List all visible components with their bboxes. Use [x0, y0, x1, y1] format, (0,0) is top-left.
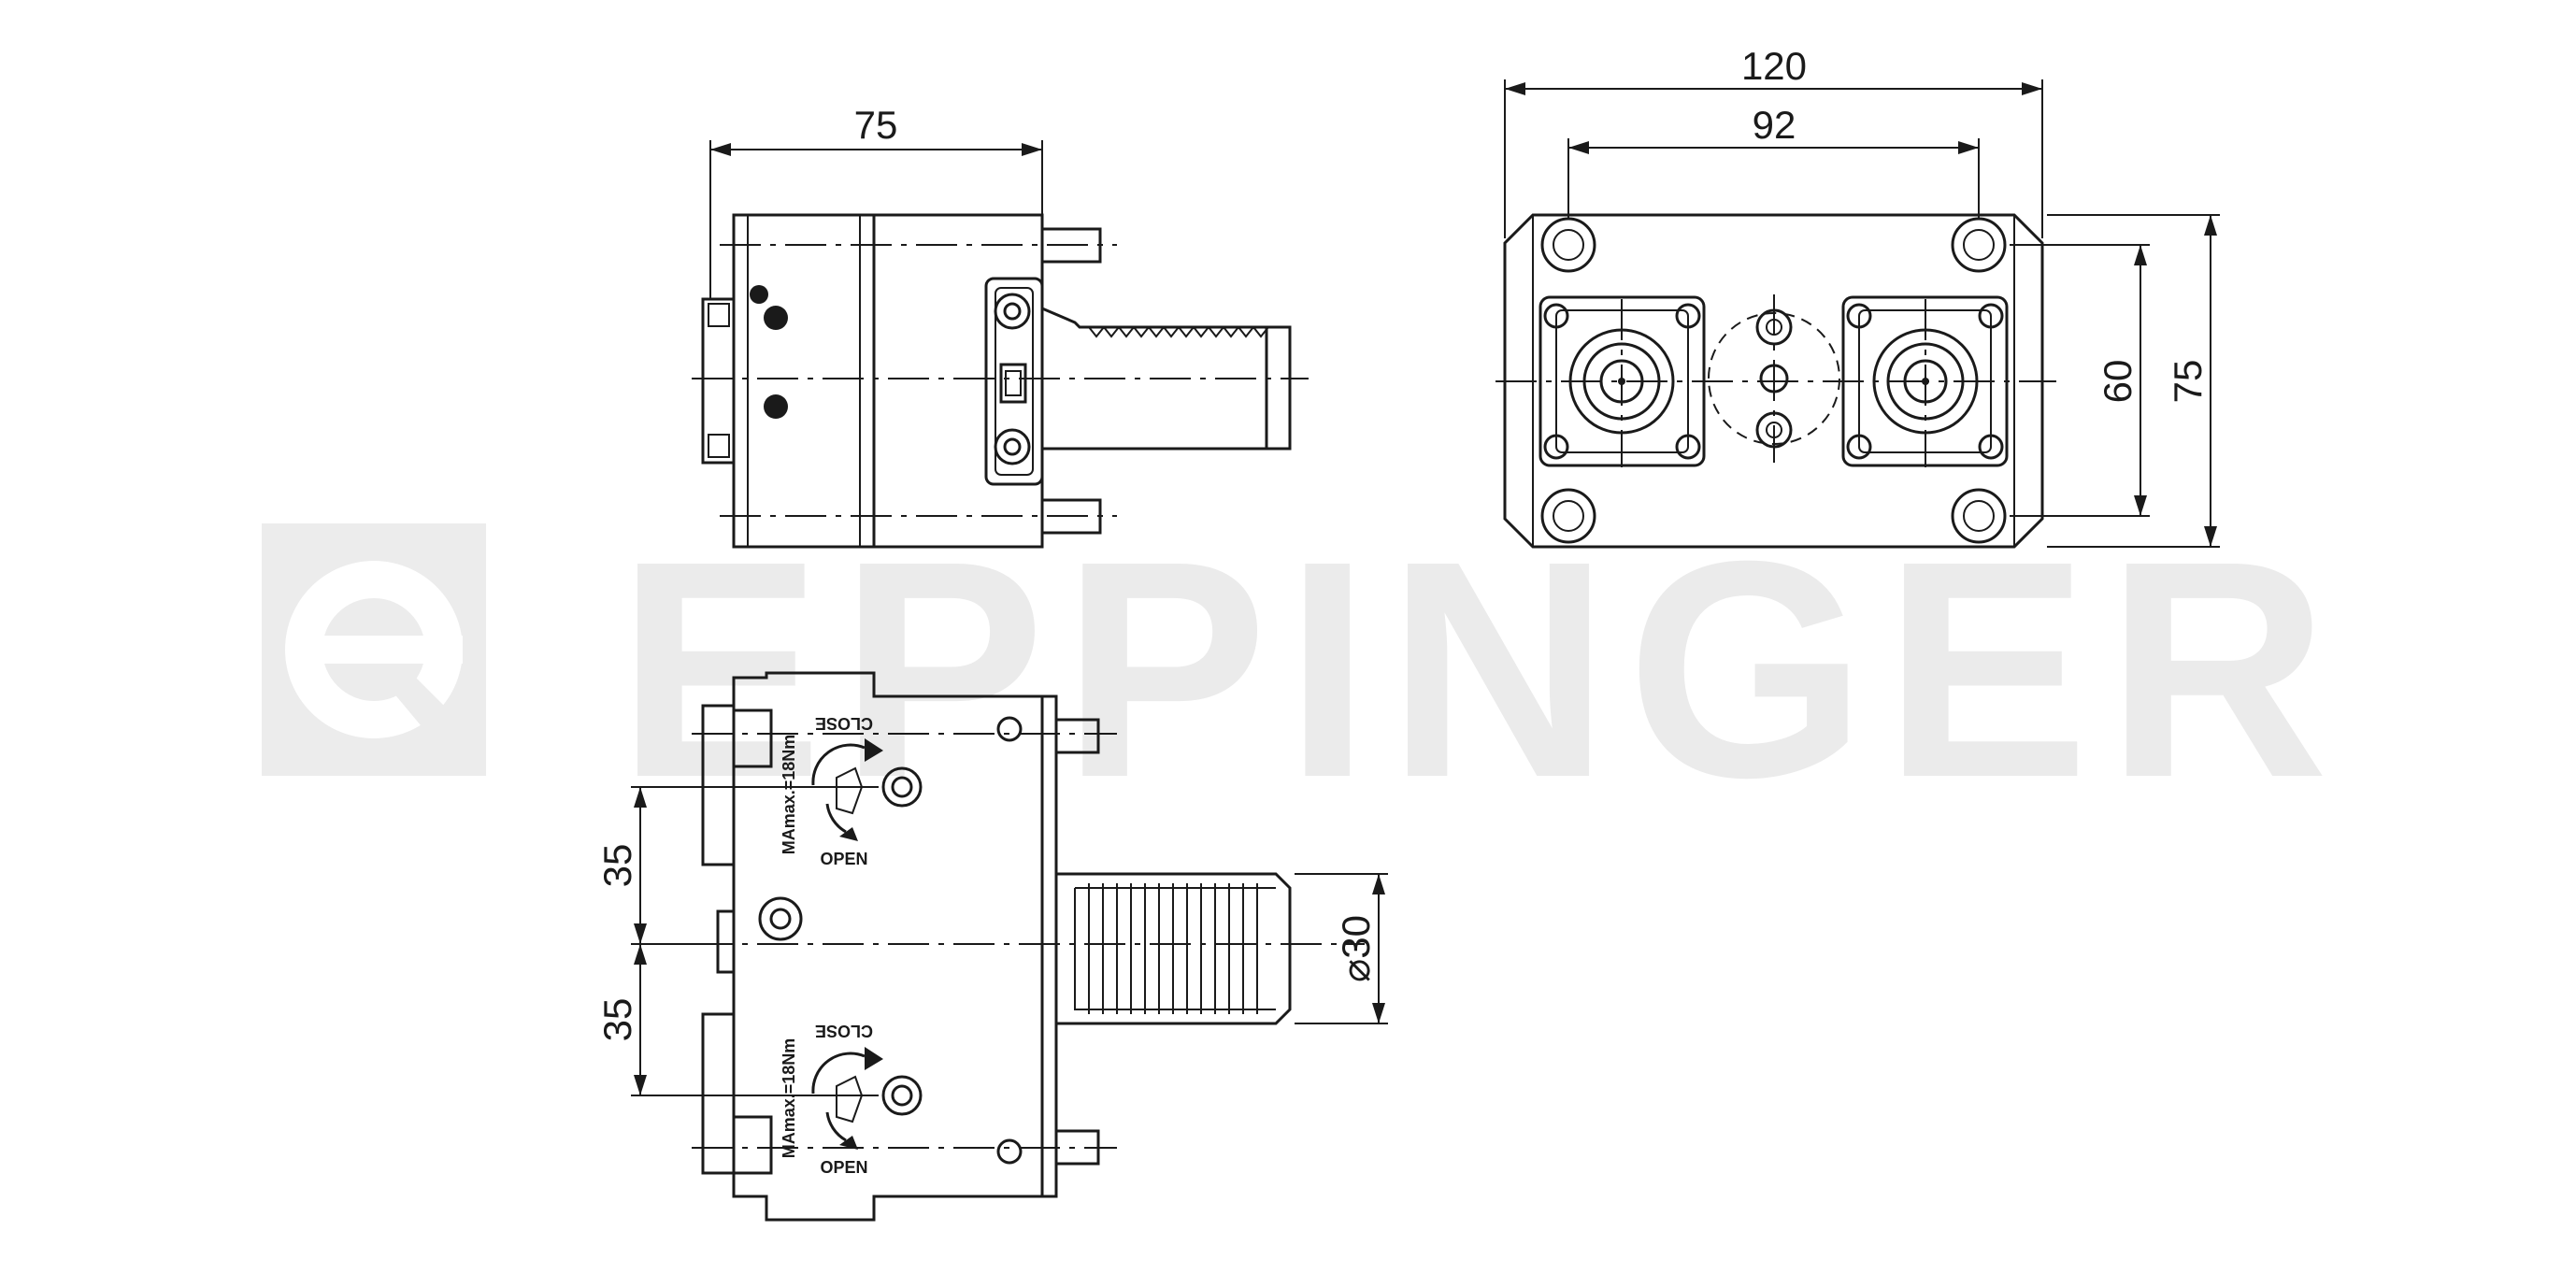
- dim-top-view-spacing-upper: 35: [595, 844, 639, 888]
- dim-side-view-width: 75: [854, 103, 898, 147]
- label-open-upper: OPEN: [820, 850, 867, 868]
- dim-front-view-height-inner: 60: [2096, 360, 2140, 404]
- dim-front-view-width-outer: 120: [1741, 44, 1807, 88]
- dim-front-view-width-inner: 92: [1753, 103, 1796, 147]
- top-view: CLOSE OPEN MAmax.=18Nm CLOSE OPEN MAmax.…: [595, 671, 1388, 1222]
- dim-front-view-height-outer: 75: [2166, 360, 2210, 404]
- front-view: 120 92 60 75: [1496, 44, 2220, 549]
- watermark: EPPINGER: [262, 496, 2345, 841]
- label-torque-upper: MAmax.=18Nm: [780, 735, 798, 855]
- label-open-lower: OPEN: [820, 1158, 867, 1177]
- watermark-brand: EPPINGER: [617, 496, 2345, 841]
- label-close-lower: CLOSE: [815, 1022, 873, 1040]
- eppinger-e-logo-icon: [285, 561, 477, 748]
- side-view: 75: [692, 103, 1309, 549]
- dim-top-view-spacing-lower: 35: [595, 998, 639, 1042]
- label-close-upper: CLOSE: [815, 714, 873, 733]
- label-torque-lower: MAmax.=18Nm: [780, 1038, 798, 1159]
- dim-shank-diameter: ⌀30: [1334, 915, 1378, 982]
